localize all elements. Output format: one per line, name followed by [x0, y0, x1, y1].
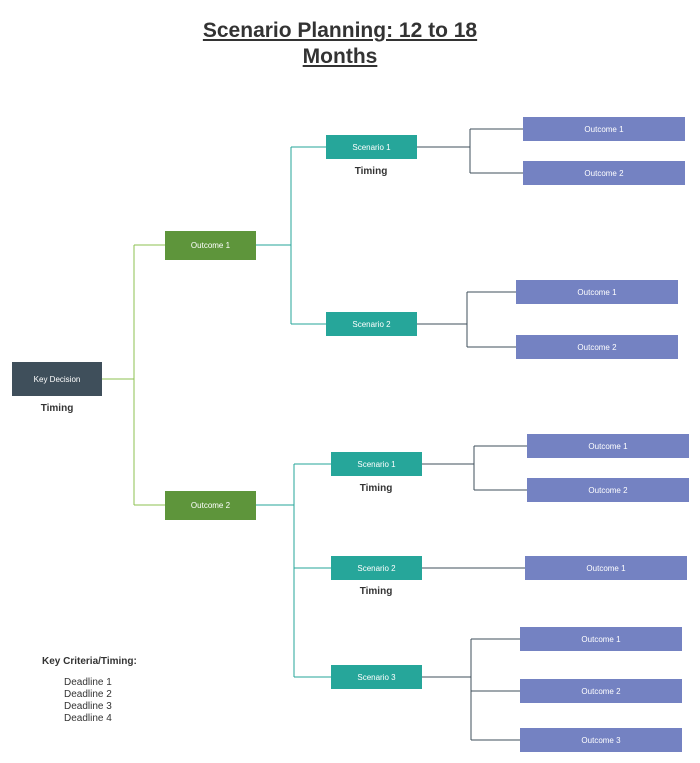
title-line-2: Months — [302, 45, 378, 68]
a-s1-outcome-1-label: Outcome 1 — [584, 124, 624, 134]
b-s1-outcome-2-label: Outcome 2 — [588, 485, 628, 495]
a-scenario-1-timing: Timing — [354, 166, 388, 177]
diagram-title: Scenario Planning: 12 to 18 Months — [150, 18, 530, 70]
key-criteria-title: Key Criteria/Timing: — [42, 656, 137, 667]
deadline-item: Deadline 2 — [64, 689, 112, 700]
a-s2-outcome-2-label: Outcome 2 — [577, 342, 617, 352]
level1-outcome-1[interactable]: Outcome 1 — [165, 231, 256, 260]
b-s2-outcome-1[interactable]: Outcome 1 — [525, 556, 687, 580]
level1-outcome-2-label: Outcome 2 — [190, 501, 231, 510]
b-scenario-1-label: Scenario 1 — [357, 459, 396, 469]
key-decision-timing: Timing — [40, 403, 74, 414]
connector-a-s2 — [417, 291, 516, 348]
connector-outcome2-to-scenarios — [256, 463, 331, 678]
b-s1-outcome-1[interactable]: Outcome 1 — [527, 434, 689, 458]
a-scenario-1-label: Scenario 1 — [352, 142, 391, 152]
connector-b-s3 — [422, 638, 520, 741]
b-s2-outcome-1-label: Outcome 1 — [586, 563, 626, 573]
level1-outcome-1-label: Outcome 1 — [190, 241, 231, 250]
b-s3-outcome-1-label: Outcome 1 — [581, 634, 621, 644]
b-scenario-2-timing: Timing — [359, 586, 393, 597]
connector-key-to-outcomes — [102, 244, 165, 506]
a-scenario-1[interactable]: Scenario 1 — [326, 135, 417, 159]
b-s3-outcome-2[interactable]: Outcome 2 — [520, 679, 682, 703]
a-s2-outcome-1-label: Outcome 1 — [577, 287, 617, 297]
b-scenario-2[interactable]: Scenario 2 — [331, 556, 422, 580]
key-criteria-section: Key Criteria/Timing: Deadline 1 Deadline… — [42, 656, 137, 725]
b-s1-outcome-1-label: Outcome 1 — [588, 441, 628, 451]
b-s3-outcome-1[interactable]: Outcome 1 — [520, 627, 682, 651]
deadline-list: Deadline 1 Deadline 2 Deadline 3 Deadlin… — [42, 677, 137, 725]
b-s3-outcome-2-label: Outcome 2 — [581, 686, 621, 696]
deadline-item: Deadline 1 — [64, 677, 112, 688]
a-scenario-2[interactable]: Scenario 2 — [326, 312, 417, 336]
a-s2-outcome-1[interactable]: Outcome 1 — [516, 280, 678, 304]
b-s3-outcome-3-label: Outcome 3 — [581, 735, 621, 745]
b-scenario-1[interactable]: Scenario 1 — [331, 452, 422, 476]
title-line-1: Scenario Planning: 12 to 18 — [202, 19, 478, 42]
connector-a-s1 — [417, 128, 523, 174]
a-scenario-2-label: Scenario 2 — [352, 319, 391, 329]
key-decision-label: Key Decision — [33, 374, 81, 384]
a-s1-outcome-2-label: Outcome 2 — [584, 168, 624, 178]
b-s1-outcome-2[interactable]: Outcome 2 — [527, 478, 689, 502]
b-scenario-2-label: Scenario 2 — [357, 563, 396, 573]
b-scenario-3-label: Scenario 3 — [357, 672, 396, 682]
b-scenario-3[interactable]: Scenario 3 — [331, 665, 422, 689]
deadline-item: Deadline 3 — [64, 701, 112, 712]
key-decision-box[interactable]: Key Decision — [12, 362, 102, 396]
a-s2-outcome-2[interactable]: Outcome 2 — [516, 335, 678, 359]
level1-outcome-2[interactable]: Outcome 2 — [165, 491, 256, 520]
a-s1-outcome-1[interactable]: Outcome 1 — [523, 117, 685, 141]
b-s3-outcome-3[interactable]: Outcome 3 — [520, 728, 682, 752]
b-scenario-1-timing: Timing — [359, 483, 393, 494]
connector-b-s1 — [422, 445, 527, 491]
a-s1-outcome-2[interactable]: Outcome 2 — [523, 161, 685, 185]
connector-outcome1-to-scenarios — [256, 146, 326, 325]
deadline-item: Deadline 4 — [64, 713, 112, 724]
